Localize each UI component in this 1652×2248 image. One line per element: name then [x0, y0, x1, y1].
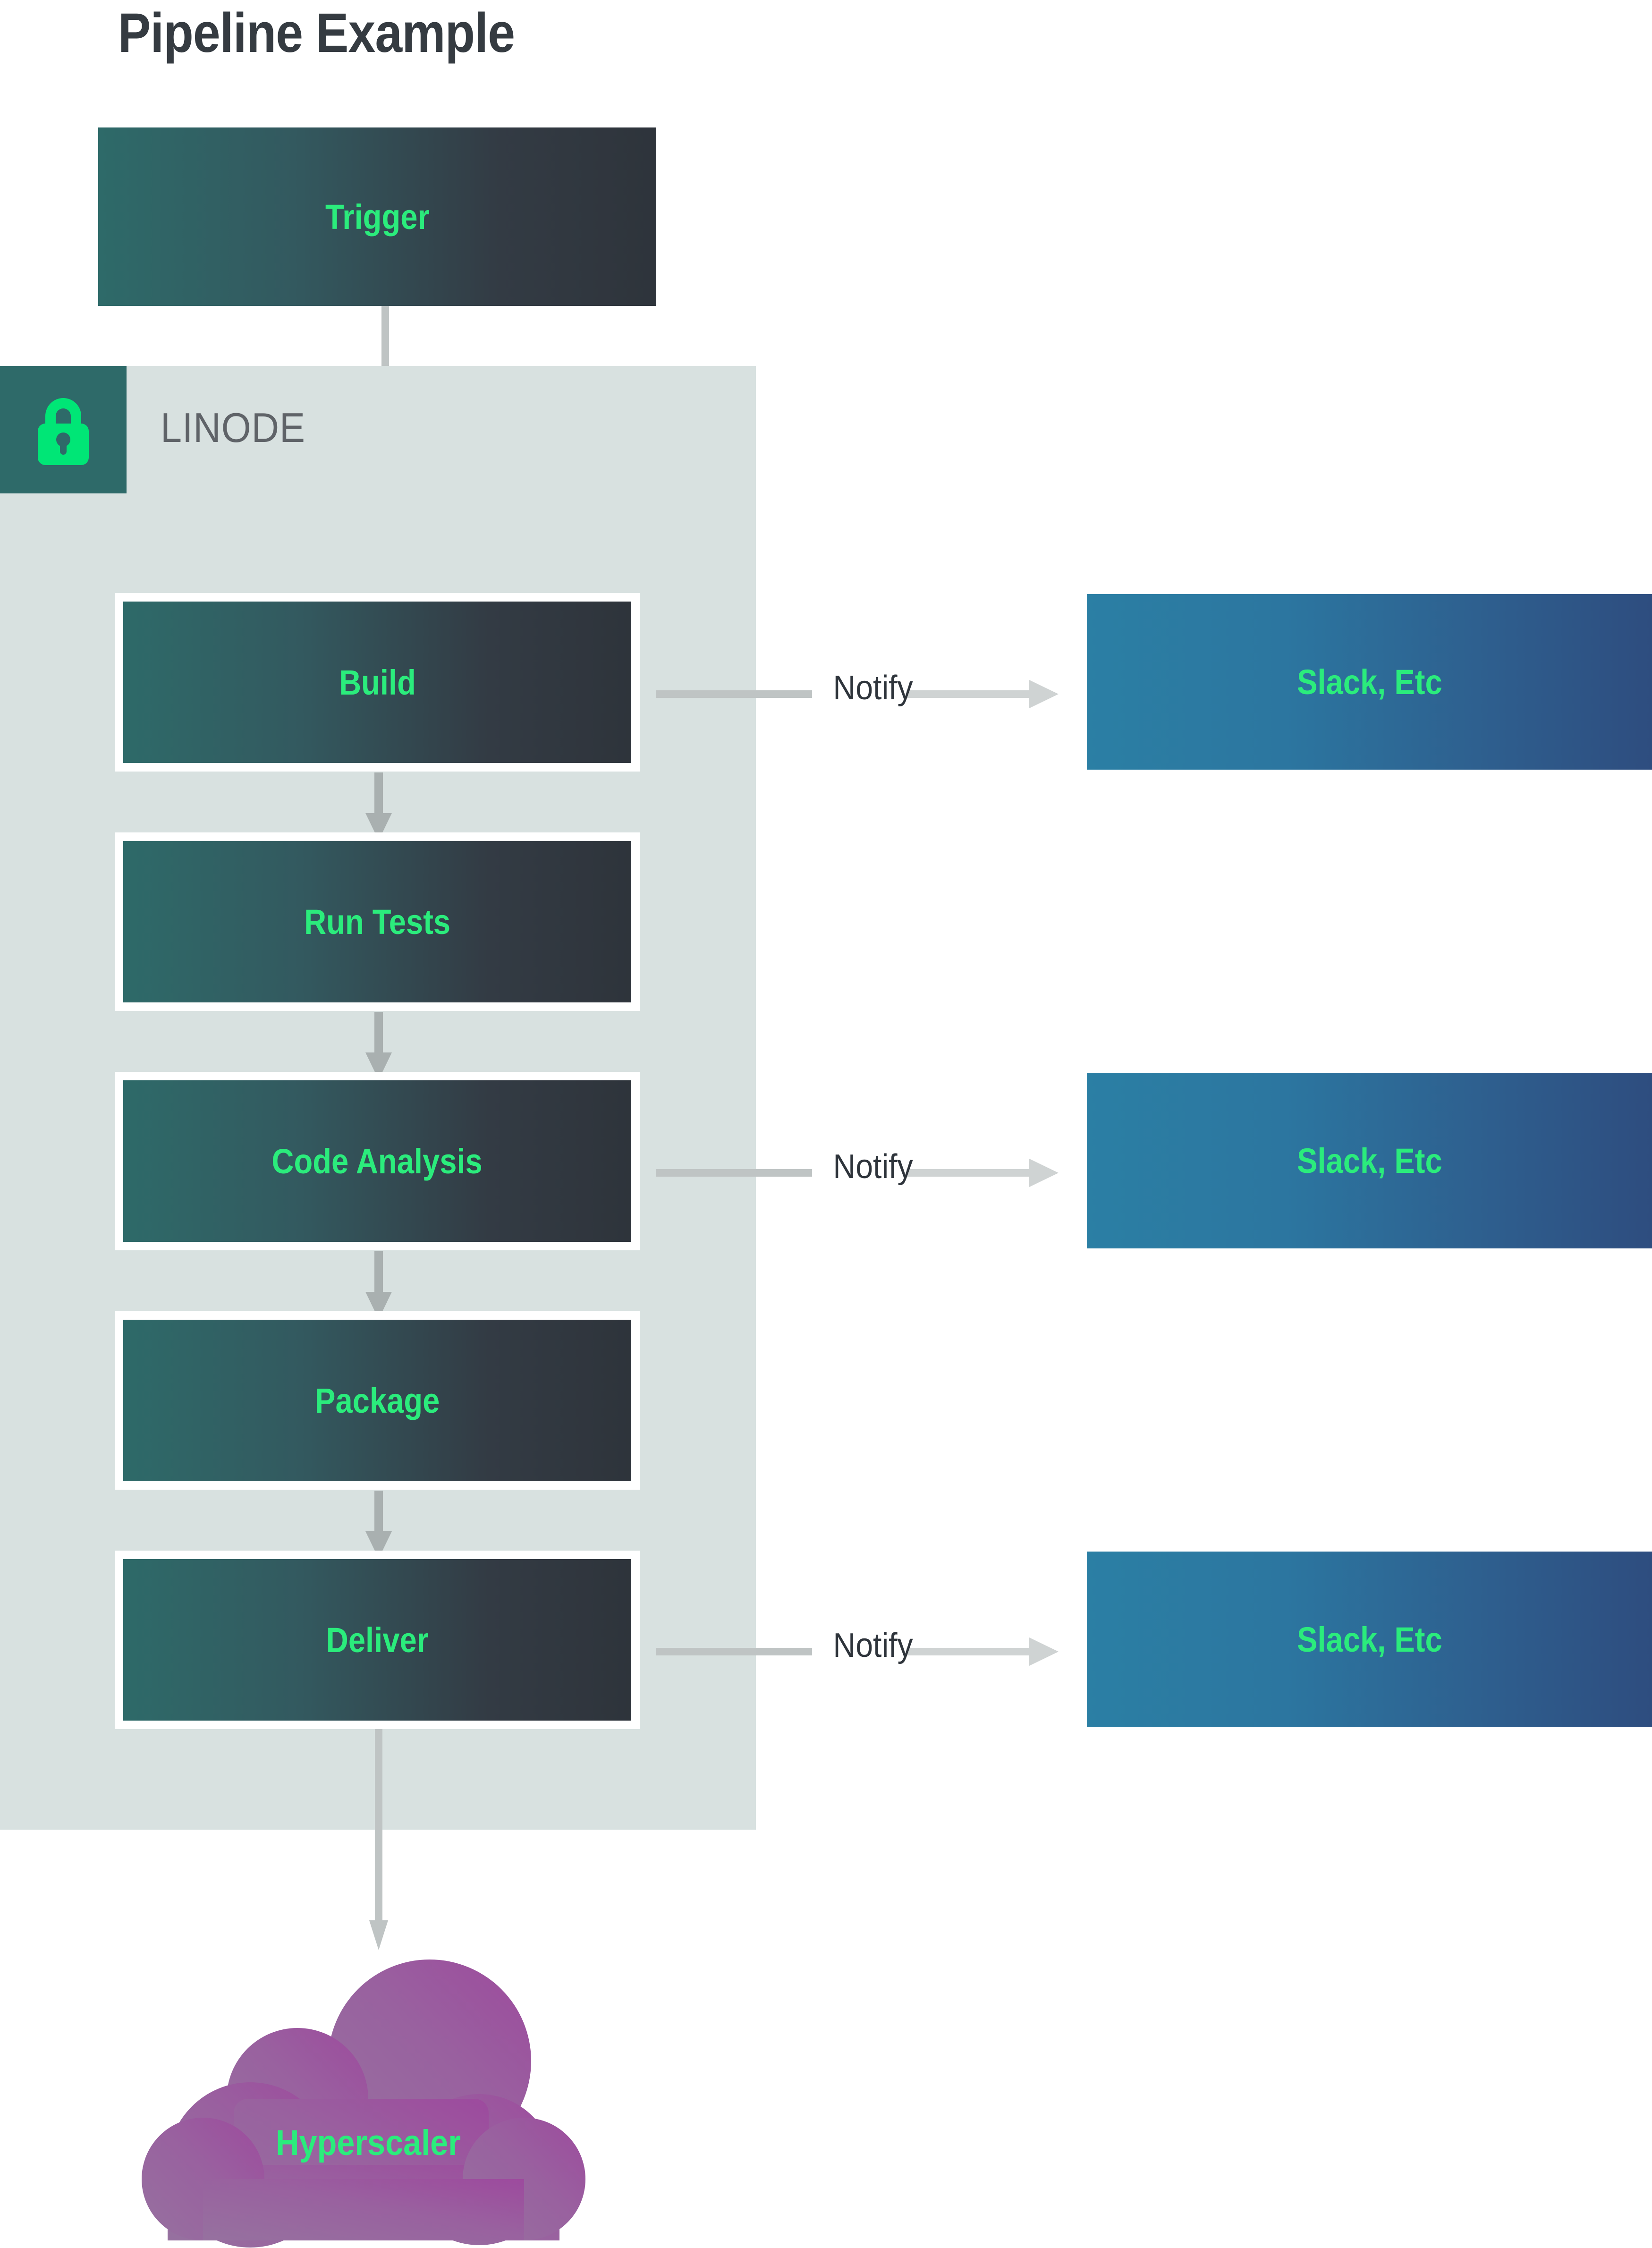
cloud-icon [142, 1960, 585, 2248]
arrow-package-to-deliver [365, 1491, 392, 1559]
node-run-tests[interactable]: Run Tests [115, 832, 640, 1011]
notify-label-code-analysis: Notify [833, 1148, 913, 1186]
node-code-analysis[interactable]: Code Analysis [115, 1072, 640, 1250]
page-title: Pipeline Example [118, 2, 515, 64]
arrow-notify-code-analysis [656, 1159, 1059, 1187]
lock-icon [0, 366, 127, 493]
arrow-code-analysis-to-package [365, 1251, 392, 1319]
node-build-label: Build [339, 662, 416, 702]
node-slack-code-analysis[interactable]: Slack, Etc [1087, 1073, 1652, 1248]
arrow-run-tests-to-code-analysis [365, 1012, 392, 1080]
node-package-label: Package [314, 1381, 440, 1420]
node-run-tests-label: Run Tests [304, 902, 450, 942]
notify-label-deliver: Notify [833, 1627, 913, 1664]
lock-icon-glyph [38, 398, 89, 465]
notify-label-build: Notify [833, 669, 913, 707]
arrow-deliver-to-hyperscaler [369, 1729, 388, 1950]
node-slack-code-analysis-label: Slack, Etc [1296, 1141, 1442, 1180]
node-code-analysis-label: Code Analysis [271, 1141, 483, 1181]
node-slack-deliver[interactable]: Slack, Etc [1087, 1552, 1652, 1727]
arrow-notify-build [656, 680, 1059, 708]
node-package[interactable]: Package [115, 1311, 640, 1490]
node-deliver[interactable]: Deliver [115, 1551, 640, 1729]
arrow-notify-deliver [656, 1637, 1059, 1666]
node-trigger-label: Trigger [325, 197, 430, 237]
node-deliver-label: Deliver [326, 1620, 429, 1660]
node-trigger[interactable]: Trigger [98, 127, 656, 306]
linode-zone-label: LINODE [161, 404, 305, 451]
arrow-build-to-run-tests [365, 772, 392, 840]
node-slack-build[interactable]: Slack, Etc [1087, 594, 1652, 770]
node-slack-deliver-label: Slack, Etc [1296, 1620, 1442, 1659]
node-build[interactable]: Build [115, 593, 640, 772]
node-slack-build-label: Slack, Etc [1296, 662, 1442, 702]
node-hyperscaler[interactable]: Hyperscaler [142, 1943, 595, 2248]
